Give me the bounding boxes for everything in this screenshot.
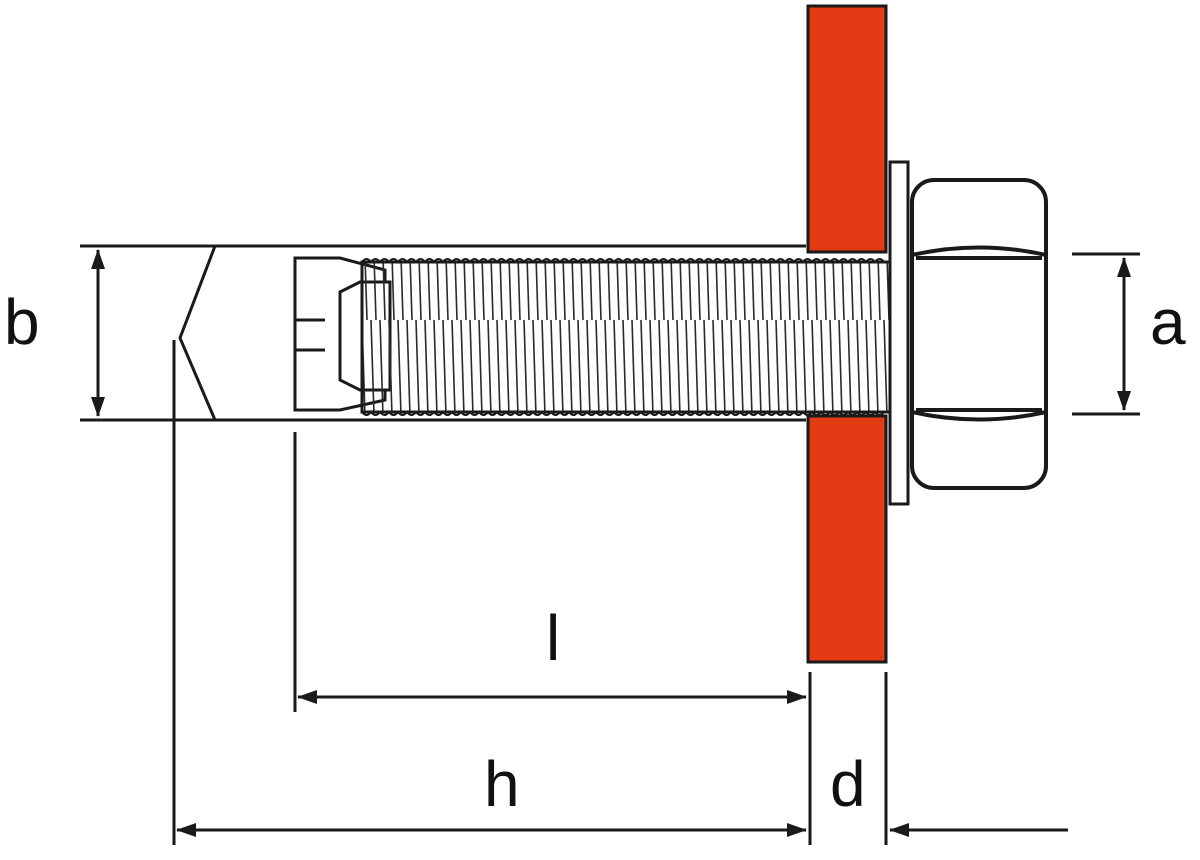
dimension-b-label: b xyxy=(4,286,40,358)
plate-upper xyxy=(806,4,888,254)
dimension-l-label: l xyxy=(546,602,560,674)
thread-crest-bottom xyxy=(361,410,885,416)
threaded-rod xyxy=(360,260,892,414)
dimension-d-label: d xyxy=(830,748,866,820)
dimension-h-label: h xyxy=(484,748,520,820)
plate-lower xyxy=(806,414,888,664)
dimension-a-label: a xyxy=(1150,286,1186,358)
thread-crest-top xyxy=(361,258,885,264)
hex-nut xyxy=(910,178,1048,490)
washer xyxy=(888,160,910,506)
